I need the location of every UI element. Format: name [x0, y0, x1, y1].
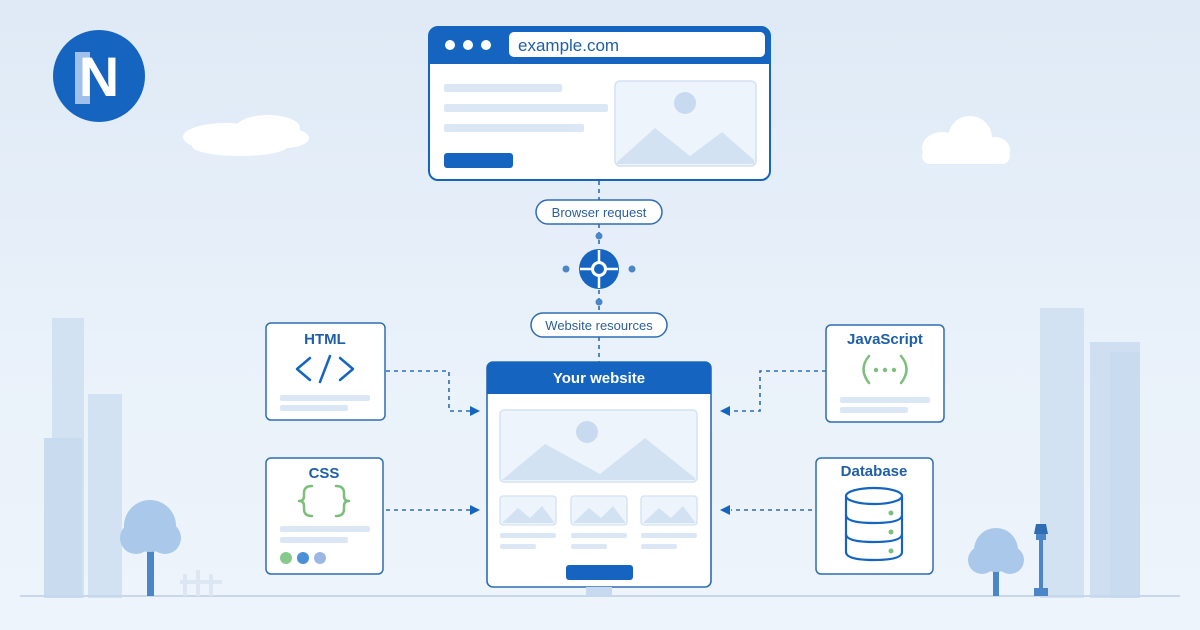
building	[1040, 308, 1084, 598]
address-bar[interactable]	[509, 32, 765, 57]
swatch-lightblue	[314, 552, 326, 564]
curly-braces-icon	[297, 484, 351, 518]
database-card: Database	[815, 457, 934, 575]
arrowheads	[470, 406, 730, 515]
database-card-title: Database	[841, 463, 908, 480]
parentheses-dots-icon	[862, 354, 908, 385]
status-dot	[888, 510, 894, 516]
window-dot-icon	[481, 40, 491, 50]
website-cta-button[interactable]	[566, 565, 633, 580]
browser-window: example.com	[428, 26, 771, 181]
building	[88, 394, 122, 598]
html-card-title: HTML	[304, 331, 346, 348]
building	[1110, 352, 1140, 598]
database-icon	[844, 486, 904, 562]
browser-request-pill: Browser request	[535, 199, 663, 225]
tree-left	[120, 500, 181, 596]
cloud-left	[183, 115, 309, 156]
street-lamp	[1034, 524, 1048, 596]
css-card: CSS	[265, 457, 384, 575]
html-card: HTML	[265, 322, 386, 421]
thumbnail-1-icon	[499, 495, 557, 526]
logo: N	[53, 30, 145, 122]
css-card-title: CSS	[309, 465, 340, 482]
swatch-green	[280, 552, 292, 564]
monitor-stand	[586, 587, 612, 595]
window-dot-icon	[445, 40, 455, 50]
text-line	[280, 405, 348, 411]
arrow-left-icon	[720, 505, 730, 515]
website-window: Your website	[486, 361, 712, 588]
swatch-blue	[297, 552, 309, 564]
text-line	[280, 537, 348, 543]
javascript-card-title: JavaScript	[847, 331, 923, 348]
arrow-right-icon	[470, 505, 480, 515]
code-tag-icon	[295, 354, 355, 384]
website-title: Your website	[553, 370, 645, 387]
text-line	[280, 395, 370, 401]
thumbnail-2-icon	[570, 495, 628, 526]
cloud-right	[922, 116, 1010, 164]
text-line	[500, 533, 556, 538]
thumbnail-3-icon	[640, 495, 698, 526]
cta-button[interactable]	[444, 153, 513, 168]
arrow-right-icon	[470, 406, 480, 416]
text-line	[500, 544, 536, 549]
status-dot	[888, 548, 894, 554]
image-placeholder-icon	[614, 80, 757, 167]
website-resources-label: Website resources	[545, 318, 653, 333]
text-line	[840, 397, 930, 403]
routing-hub-icon	[562, 232, 636, 306]
window-dot-icon	[463, 40, 473, 50]
text-line	[571, 533, 627, 538]
text-line	[444, 84, 562, 92]
text-line	[571, 544, 607, 549]
arrow-left-icon	[720, 406, 730, 416]
text-line	[444, 124, 584, 132]
text-line	[641, 544, 677, 549]
website-resources-pill: Website resources	[530, 312, 668, 338]
javascript-card: JavaScript	[825, 324, 945, 423]
logo-letter: N	[79, 45, 119, 108]
text-line	[280, 526, 370, 532]
text-line	[840, 407, 908, 413]
background-scenery	[20, 115, 1180, 598]
status-dot	[888, 529, 894, 535]
browser-request-label: Browser request	[552, 205, 647, 220]
address-bar-url: example.com	[518, 36, 619, 55]
fence	[180, 570, 222, 596]
hero-image-placeholder-icon	[499, 409, 698, 483]
building	[44, 438, 82, 598]
text-line	[444, 104, 608, 112]
text-line	[641, 533, 697, 538]
color-swatches	[280, 552, 326, 564]
tree-right	[968, 528, 1024, 596]
